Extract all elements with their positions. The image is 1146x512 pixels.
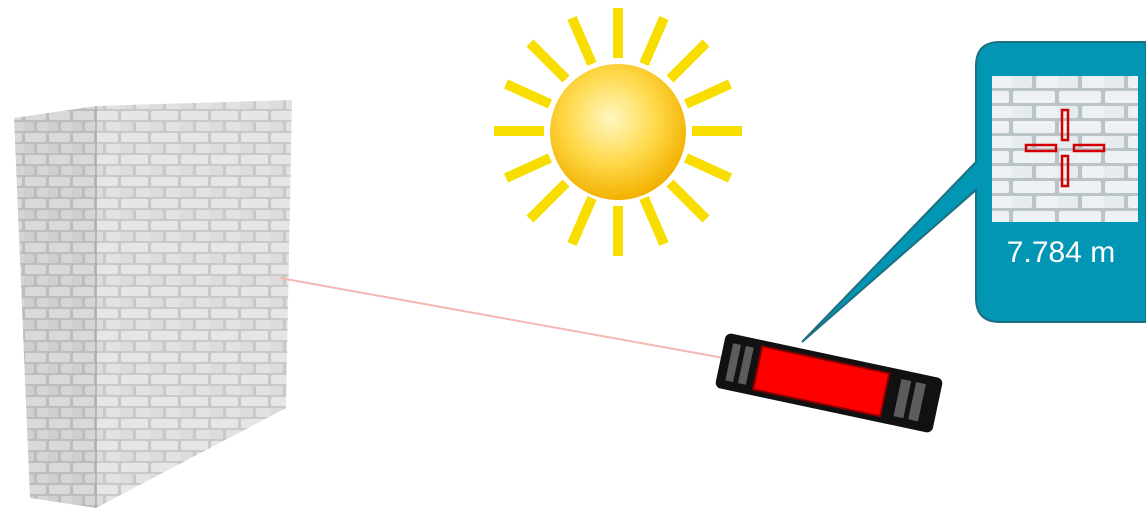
sun-icon (494, 8, 742, 256)
laser-rangefinder-icon (715, 333, 944, 434)
wall-side-face (14, 106, 96, 508)
distance-readout: 7.784 m (976, 234, 1146, 272)
brick-wall (14, 100, 292, 508)
viewfinder-image (992, 76, 1138, 222)
wall-front-face (96, 100, 292, 508)
laser-beam (280, 278, 724, 358)
sun-disc (550, 64, 686, 200)
measurement-callout (802, 42, 1146, 342)
